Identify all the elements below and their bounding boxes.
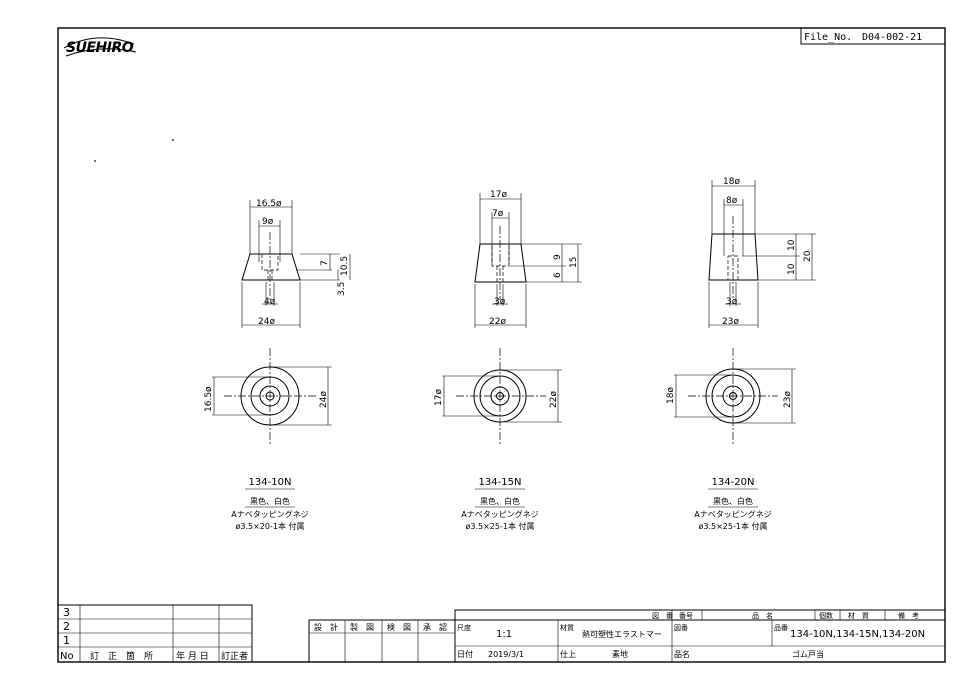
attached-screw: ø3.5×25-1本 付属 bbox=[465, 521, 534, 531]
file-no-value: D04-002-21 bbox=[862, 32, 922, 43]
dim-bottom: 23ø bbox=[722, 317, 739, 327]
revision-row-label: 3 bbox=[63, 606, 70, 619]
screw-type: Aナベタッピングネジ bbox=[461, 509, 538, 519]
bom-header: 図 番 bbox=[652, 612, 673, 620]
revision-place-header: 訂 正 箇 所 bbox=[90, 650, 153, 662]
revision-row-label: 2 bbox=[63, 620, 70, 633]
dim-h1: 7 bbox=[320, 260, 330, 266]
dim-outer: 24ø bbox=[319, 391, 329, 408]
revision-table: 3 2 1 No 訂 正 箇 所 年 月 日 訂正者 bbox=[57, 604, 253, 663]
dim-inner: 18ø bbox=[666, 387, 676, 404]
dim-small: 3ø bbox=[494, 297, 506, 307]
finish-value: 素地 bbox=[612, 649, 628, 659]
bom-header: 品 名 bbox=[752, 611, 773, 620]
dim-inner: 17ø bbox=[434, 389, 444, 406]
dim-hole: 9ø bbox=[262, 217, 274, 227]
drafting-label: 製 図 bbox=[350, 622, 374, 632]
bom-header: 番号 bbox=[679, 612, 693, 620]
revision-row-label: 1 bbox=[63, 634, 70, 647]
color-option: 黒色、白色 bbox=[713, 496, 753, 506]
bom-header: 個数 bbox=[819, 611, 833, 620]
color-option: 黒色、白色 bbox=[250, 496, 290, 506]
title-block: 設 計 製 図 検 図 承 認 図 番 番号 品 名 個数 材 質 備 考 尺度… bbox=[308, 609, 946, 663]
dim-top: 16.5ø bbox=[256, 199, 282, 209]
part-number-label: 品番 bbox=[774, 624, 788, 632]
product-name-value: ゴム戸当 bbox=[792, 649, 824, 659]
approve-label: 承 認 bbox=[423, 622, 447, 632]
part-number-value: 134-10N,134-15N,134-20N bbox=[790, 629, 925, 640]
model-name: 134-15N bbox=[479, 477, 522, 488]
suehiro-logo: SUEHIRO bbox=[63, 37, 137, 57]
dim-bottom: 24ø bbox=[258, 317, 275, 327]
attached-screw: ø3.5×25-1本 付属 bbox=[698, 521, 767, 531]
file-number-box: File_No. D04-002-21 bbox=[800, 27, 946, 45]
stray-dot bbox=[172, 139, 174, 141]
file-no-label: File_No. bbox=[804, 32, 852, 43]
dim-outer: 23ø bbox=[783, 391, 793, 408]
product-2-side-view: 17ø 7ø 9 15 6 3ø 22ø bbox=[474, 190, 582, 328]
product-2-top-view: 17ø 22ø bbox=[434, 348, 562, 444]
product-2-label: 134-15N 黒色、白色 Aナベタッピングネジ ø3.5×25-1本 付属 bbox=[461, 477, 538, 531]
dim-top: 18ø bbox=[723, 177, 740, 187]
product-1-side-view: 16.5ø 9ø 7 10.5 3.5 4ø 24ø bbox=[241, 199, 351, 328]
design-label: 設 計 bbox=[314, 622, 338, 632]
dim-h3: 6 bbox=[553, 272, 563, 278]
dim-h2: 20 bbox=[803, 250, 813, 262]
material-label: 材質 bbox=[560, 623, 574, 632]
screw-type: Aナベタッピングネジ bbox=[231, 509, 308, 519]
bom-header: 備 考 bbox=[898, 611, 919, 620]
product-1-top-view: 16.5ø 24ø bbox=[204, 348, 332, 444]
date-value: 2019/3/1 bbox=[488, 650, 524, 659]
stray-dot bbox=[94, 160, 96, 162]
dim-hole: 8ø bbox=[726, 196, 738, 206]
product-3-side-view: 18ø 8ø 10 20 10 3ø 23ø bbox=[708, 177, 816, 328]
screw-type: Aナベタッピングネジ bbox=[694, 509, 771, 519]
dim-bottom: 22ø bbox=[489, 317, 506, 327]
model-name: 134-20N bbox=[712, 477, 755, 488]
scale-label: 尺度 bbox=[457, 623, 471, 632]
product-1-label: 134-10N 黒色、白色 Aナベタッピングネジ ø3.5×20-1本 付属 bbox=[231, 477, 308, 531]
dim-hole: 7ø bbox=[492, 209, 504, 219]
dim-h2: 10.5 bbox=[340, 256, 350, 276]
finish-label: 仕上 bbox=[560, 649, 576, 659]
dim-small: 4ø bbox=[264, 297, 276, 307]
dim-h3: 10 bbox=[787, 263, 797, 275]
dim-h1: 9 bbox=[553, 254, 563, 260]
check-label: 検 図 bbox=[387, 622, 411, 632]
dim-outer: 22ø bbox=[549, 391, 559, 408]
drawing-number-label: 図番 bbox=[674, 624, 688, 632]
bom-header: 材 質 bbox=[848, 611, 869, 620]
dim-h1: 10 bbox=[787, 239, 797, 251]
product-name-label: 品名 bbox=[674, 649, 690, 659]
dim-small: 3ø bbox=[726, 297, 738, 307]
material-value: 熱可塑性エラストマー bbox=[582, 629, 662, 639]
revision-no-header: No bbox=[60, 651, 74, 662]
product-3-label: 134-20N 黒色、白色 Aナベタッピングネジ ø3.5×25-1本 付属 bbox=[694, 477, 771, 531]
dim-h2: 15 bbox=[569, 257, 579, 268]
attached-screw: ø3.5×20-1本 付属 bbox=[235, 521, 304, 531]
date-label: 日付 bbox=[457, 649, 473, 659]
product-3-top-view: 18ø 23ø bbox=[666, 348, 796, 444]
revision-date-header: 年 月 日 bbox=[176, 650, 209, 662]
logo-text: SUEHIRO bbox=[66, 40, 134, 56]
color-option: 黒色、白色 bbox=[480, 496, 520, 506]
revision-corrector-header: 訂正者 bbox=[221, 650, 248, 662]
scale-value: 1:1 bbox=[496, 629, 512, 640]
drawing-border bbox=[57, 27, 946, 663]
dim-inner: 16.5ø bbox=[204, 386, 214, 412]
dim-top: 17ø bbox=[490, 190, 507, 200]
model-name: 134-10N bbox=[249, 477, 292, 488]
dim-h3: 3.5 bbox=[337, 282, 347, 296]
